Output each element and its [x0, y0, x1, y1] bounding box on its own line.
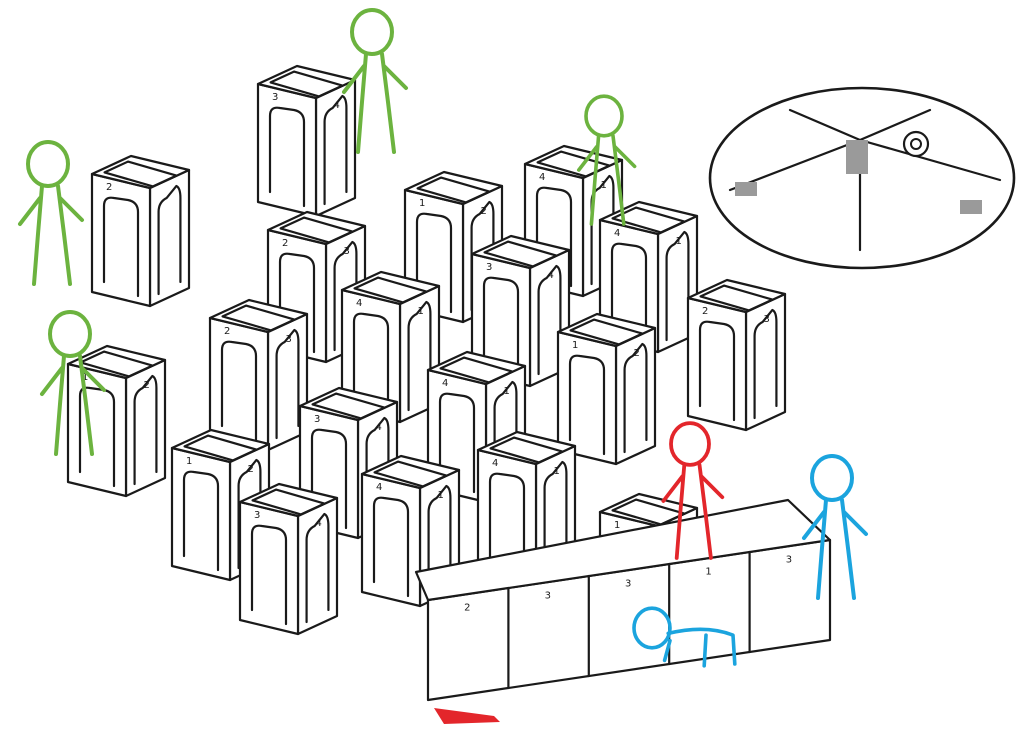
module-number-label: 3: [272, 92, 278, 103]
module-number-label: 4: [442, 378, 448, 389]
module-number-label: 2: [248, 464, 254, 475]
module-number-label: 1: [676, 236, 682, 247]
module-number-label: 3: [254, 510, 260, 521]
wall-panel-number: 1: [705, 567, 711, 578]
module-number-label: 1: [418, 306, 424, 317]
module-number-label: 4: [548, 270, 554, 281]
module-number-label: 2: [144, 380, 150, 391]
magnifier-detail-icon: [710, 88, 1014, 268]
module-number-label: 4: [614, 228, 620, 239]
floor-marker: [434, 708, 500, 724]
module-number-label: 2: [702, 306, 708, 317]
module-number-label: 1: [186, 456, 192, 467]
module-number-label: 2: [481, 206, 487, 217]
wall-panel-number: 3: [545, 591, 551, 602]
module-box: 34: [258, 66, 355, 216]
module-number-label: 1: [614, 520, 620, 531]
module-number-label: 4: [492, 458, 498, 469]
module-box: 2: [92, 156, 189, 306]
module-number-label: 3: [344, 246, 350, 257]
module-number-label: 1: [601, 180, 607, 191]
module-box: 12: [558, 314, 655, 464]
module-number-label: 4: [356, 298, 362, 309]
person-figure-icon: [20, 142, 82, 284]
module-number-label: 2: [634, 348, 640, 359]
module-number-label: 3: [314, 414, 320, 425]
module-box: 34: [240, 484, 337, 634]
module-number-label: 1: [419, 198, 425, 209]
module-number-label: 2: [224, 326, 230, 337]
tape-strip: [846, 140, 868, 174]
module-number-label: 1: [572, 340, 578, 351]
module-box: 23: [688, 280, 785, 430]
module-number-label: 2: [106, 182, 112, 193]
wall-panel-number: 2: [464, 603, 470, 614]
module-number-label: 3: [486, 262, 492, 273]
module-number-label: 2: [282, 238, 288, 249]
module-number-label: 1: [438, 490, 444, 501]
module-number-label: 4: [376, 422, 382, 433]
module-number-label: 1: [504, 386, 510, 397]
wall-panel-number: 3: [625, 579, 631, 590]
module-number-label: 4: [376, 482, 382, 493]
module-number-label: 1: [554, 466, 560, 477]
module-number-label: 4: [539, 172, 545, 183]
module-number-label: 4: [316, 518, 322, 529]
wall-panel-number: 3: [786, 555, 792, 566]
module-box: 23: [210, 300, 307, 450]
module-number-label: 4: [334, 100, 340, 111]
module-number-label: 3: [764, 314, 770, 325]
tape-roll-icon: [904, 132, 928, 156]
module-number-label: 3: [286, 334, 292, 345]
